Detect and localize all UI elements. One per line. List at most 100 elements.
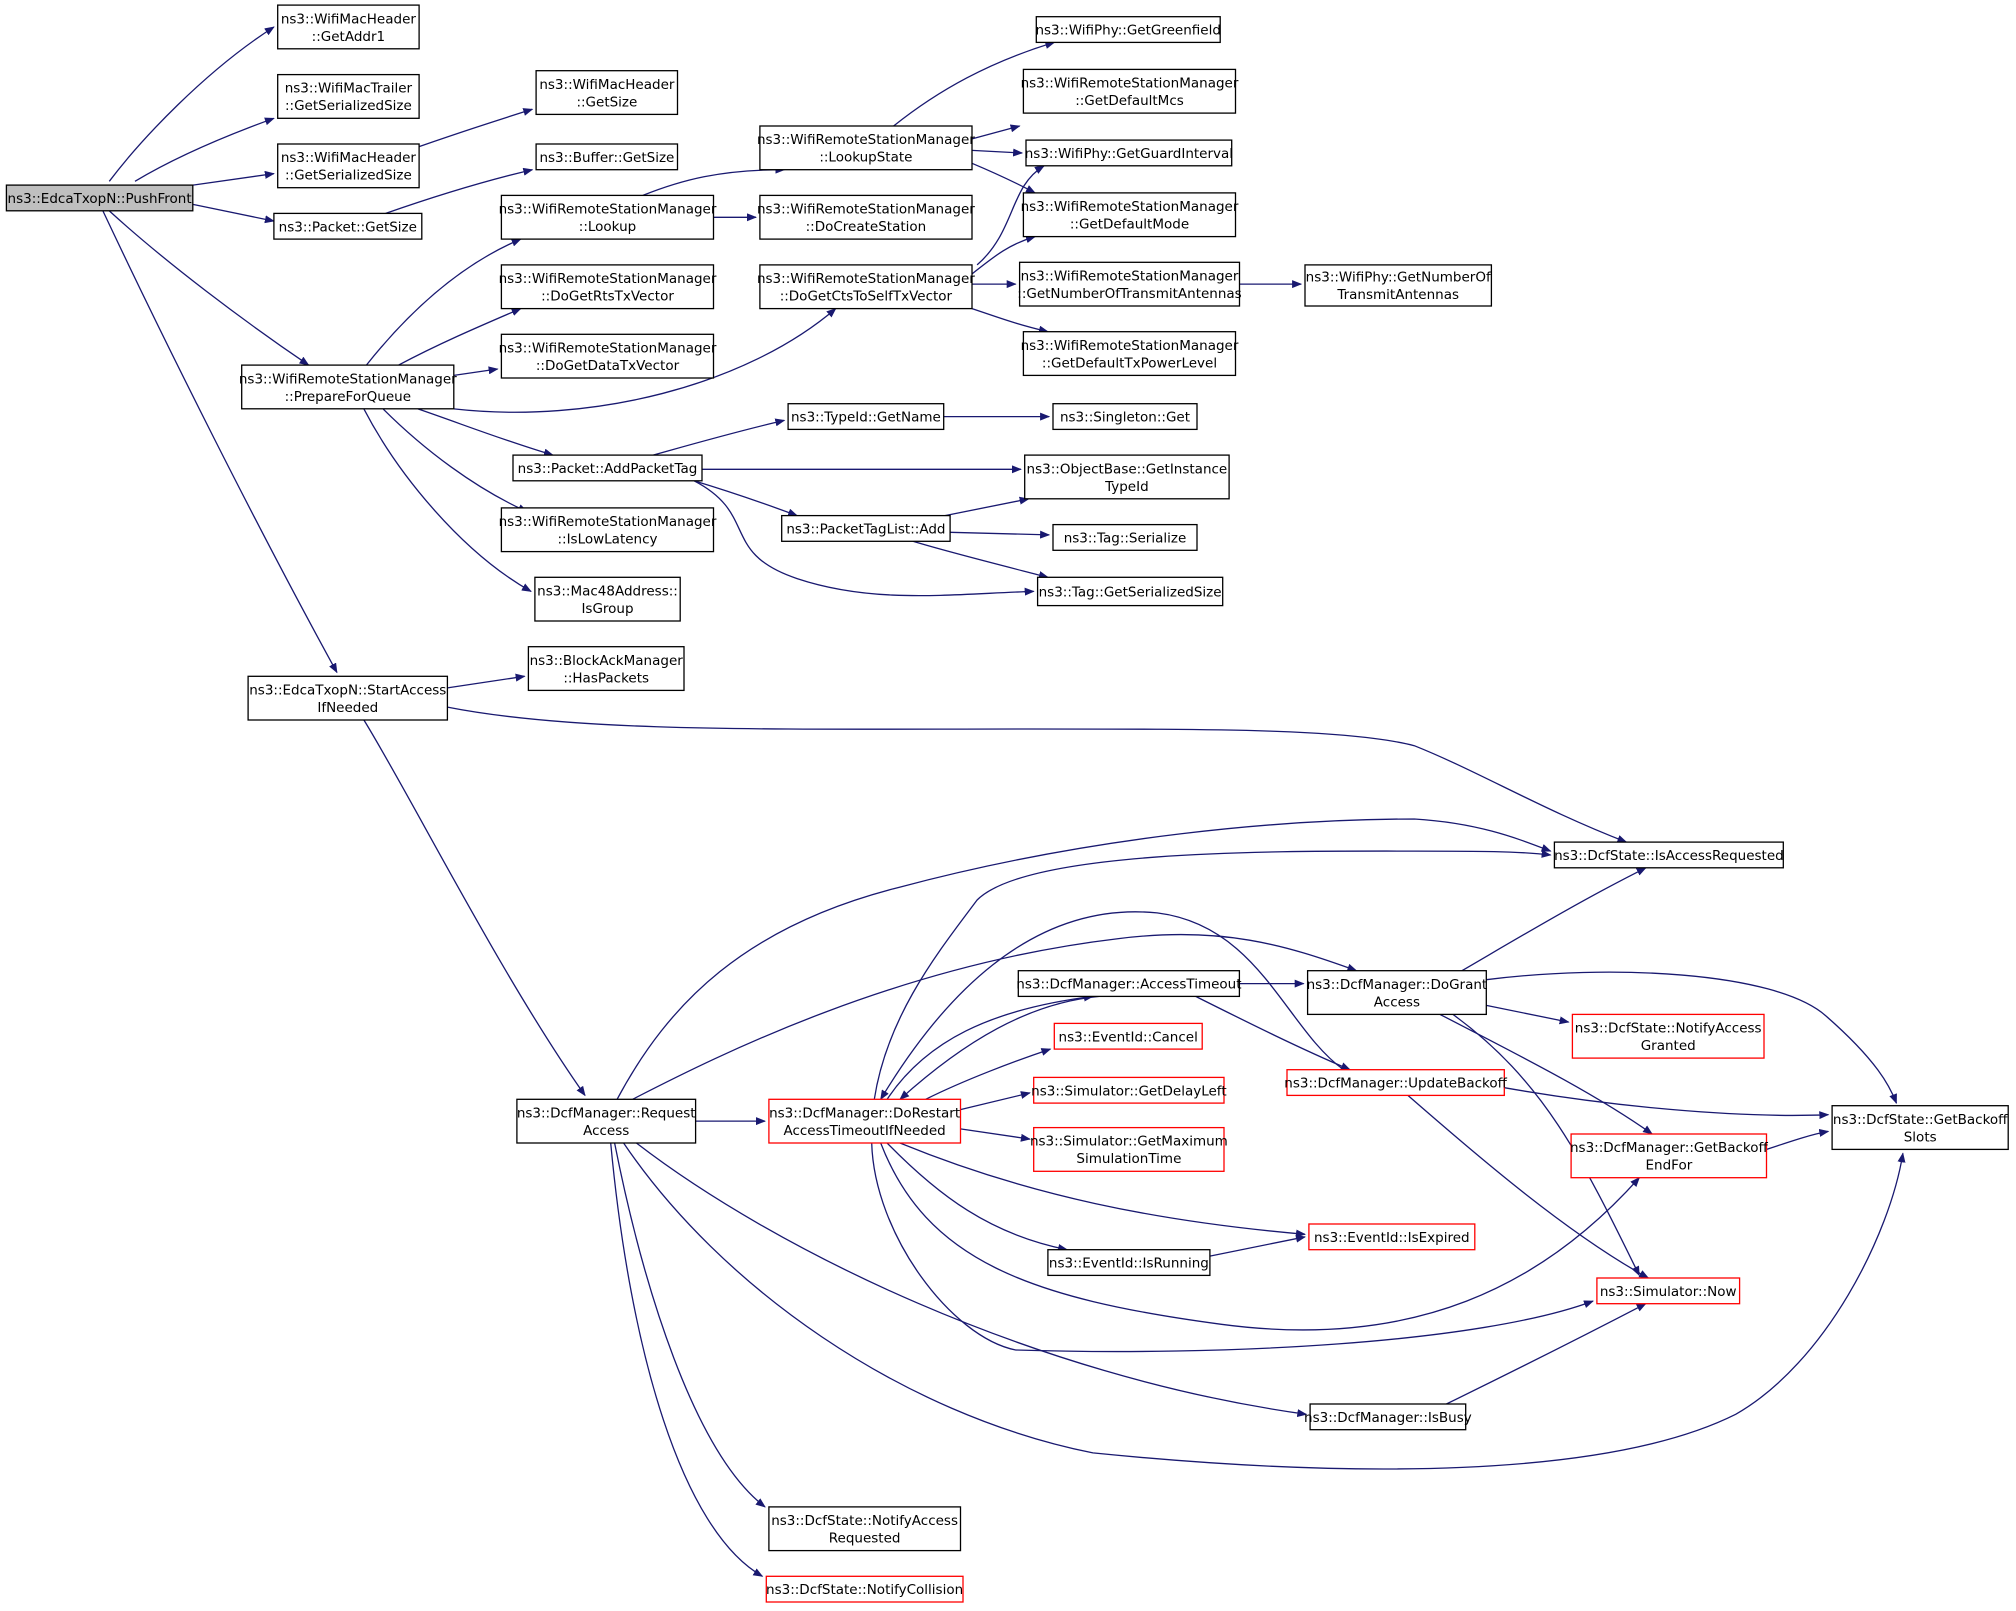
node-typeid_getname[interactable]: ns3::TypeId::GetName [787,403,945,431]
node-tag_serialize[interactable]: ns3::Tag::Serialize [1052,523,1198,551]
node-lookup[interactable]: ns3::WifiRemoteStationManager::Lookup [499,194,717,240]
node-isgroup[interactable]: ns3::Mac48Address::IsGroup [534,576,681,622]
edge-prepareforqueue-to-lookup [365,238,522,366]
edge-dorestart-to-cancel [925,1048,1052,1100]
node-singleton_get[interactable]: ns3::Singleton::Get [1052,403,1198,431]
node-label: EndFor [1646,1158,1693,1174]
node-box [527,646,685,692]
edge-lookupstate-to-getdefaultmcs [971,124,1021,140]
node-box [781,514,951,542]
node-header_getsize[interactable]: ns3::WifiMacHeader::GetSize [535,70,679,116]
edge-addpackettag-to-typeid_getname [652,418,786,456]
node-addpackettag[interactable]: ns3::Packet::AddPacketTag [512,454,703,482]
node-box [1035,16,1221,44]
node-box [1831,1105,2009,1151]
node-label: ns3::TypeId::GetName [791,410,941,426]
node-packettaglist_add[interactable]: ns3::PacketTagList::Add [781,514,951,542]
node-updatebackoff[interactable]: ns3::DcfManager::UpdateBackoff [1284,1069,1508,1097]
node-getaddr1[interactable]: ns3::WifiMacHeader::GetAddr1 [277,4,420,50]
node-label: ns3::WifiPhy::GetGuardInterval [1025,146,1233,162]
node-getguardinterval[interactable]: ns3::WifiPhy::GetGuardInterval [1025,139,1233,167]
node-trailer_size[interactable]: ns3::WifiMacTrailer::GetSerializedSize [277,73,420,119]
node-packet_getsize[interactable]: ns3::Packet::GetSize [273,212,423,240]
edge-lookup-to-lookupstate [642,165,786,197]
edge-prepareforqueue-to-addpackettag [417,408,554,457]
edge-dogrant-to-getbackoffslots [1486,971,1898,1105]
node-box [768,1098,962,1144]
node-simnow[interactable]: ns3::Simulator::Now [1596,1277,1741,1305]
node-label: ns3::WifiRemoteStationManager [499,202,717,218]
node-header_sersize[interactable]: ns3::WifiMacHeader::GetSerializedSize [277,143,420,189]
edge-dorestart-to-isrunning [886,1142,1069,1252]
edge-requestaccess-to-notifycollision [610,1142,764,1577]
edge-lookupstate-to-getguardinterval [971,148,1024,157]
node-docreatestation[interactable]: ns3::WifiRemoteStationManager::DoCreateS… [757,194,975,240]
edge-requestaccess-to-dogrant [632,933,1358,1100]
node-box [1596,1277,1741,1305]
node-box [535,143,679,171]
node-dorestart[interactable]: ns3::DcfManager::DoRestartAccessTimeoutI… [768,1098,962,1144]
node-dogetdata[interactable]: ns3::WifiRemoteStationManager::DoGetData… [499,333,717,379]
node-getnumtx_phy[interactable]: ns3::WifiPhy::GetNumberOfTransmitAntenna… [1304,264,1493,307]
edge-requestaccess-to-getbackoffslots [623,1142,1906,1470]
node-cancel[interactable]: ns3::EventId::Cancel [1053,1022,1203,1050]
node-getdefaultmode[interactable]: ns3::WifiRemoteStationManager::GetDefaul… [1021,192,1239,238]
node-lookupstate[interactable]: ns3::WifiRemoteStationManager::LookupSta… [757,125,975,171]
node-buffer_getsize[interactable]: ns3::Buffer::GetSize [535,143,679,171]
node-getnumtx_mgr[interactable]: ns3::WifiRemoteStationManager::GetNumber… [1017,261,1242,307]
node-isaccessrequested[interactable]: ns3::DcfState::IsAccessRequested [1553,841,1784,869]
edge-dogrant-to-notifyaccessgranted [1486,1004,1570,1025]
node-getdefaultmcs[interactable]: ns3::WifiRemoteStationManager::GetDefaul… [1021,68,1239,114]
node-isbusy[interactable]: ns3::DcfManager::IsBusy [1304,1403,1472,1431]
node-label: ns3::WifiRemoteStationManager [1021,268,1239,284]
edge-isbusy-to-simnow [1446,1303,1647,1405]
node-box [787,403,945,431]
node-box [1024,454,1230,500]
edge-startaccess-to-isaccessrequested [447,706,1628,843]
node-label: ::GetDefaultMcs [1075,93,1184,109]
node-isrunning[interactable]: ns3::EventId::IsRunning [1047,1249,1211,1277]
node-box [535,70,679,116]
node-dogetcts[interactable]: ns3::WifiRemoteStationManager::DoGetCtsT… [757,264,975,310]
node-getdefaulttxpower[interactable]: ns3::WifiRemoteStationManager::GetDefaul… [1021,331,1239,377]
node-box [1286,1069,1505,1097]
node-notifycollision[interactable]: ns3::DcfState::NotifyCollision [765,1575,964,1603]
node-label: ns3::Tag::GetSerializedSize [1039,584,1222,600]
node-prepareforqueue[interactable]: ns3::WifiRemoteStationManager::PrepareFo… [239,364,457,410]
node-dogetrts[interactable]: ns3::WifiRemoteStationManager::DoGetRtsT… [499,264,717,310]
node-accesstimeout[interactable]: ns3::DcfManager::AccessTimeout [1016,970,1242,998]
node-getdelayleft[interactable]: ns3::Simulator::GetDelayLeft [1031,1076,1227,1104]
node-label: ns3::WifiRemoteStationManager [1021,76,1239,92]
node-tag_sersize[interactable]: ns3::Tag::GetSerializedSize [1036,576,1224,607]
node-label: AccessTimeoutIfNeeded [783,1123,945,1139]
node-haspackets[interactable]: ns3::BlockAckManager::HasPackets [527,646,685,692]
node-box [1017,970,1241,998]
edge-dogetcts-to-getdefaultmode [971,235,1036,275]
node-box [1052,403,1198,431]
node-label: ns3::WifiRemoteStationManager [499,514,717,530]
node-label: ns3::EventId::IsRunning [1049,1256,1209,1272]
node-getgreenfield[interactable]: ns3::WifiPhy::GetGreenfield [1035,16,1221,44]
node-box [1308,1223,1476,1251]
node-box [1033,1126,1225,1172]
node-label: ::GetSerializedSize [285,168,412,184]
node-label: ns3::DcfManager::UpdateBackoff [1284,1076,1507,1092]
node-isexpired[interactable]: ns3::EventId::IsExpired [1308,1223,1476,1251]
node-box [500,264,715,310]
node-box [277,4,420,50]
node-box [1309,1403,1467,1431]
node-islowlatency[interactable]: ns3::WifiRemoteStationManager::IsLowLate… [499,507,717,553]
node-box [1047,1249,1211,1277]
edge-requestaccess-to-isbusy [636,1142,1308,1418]
node-pushfront[interactable]: ns3::EdcaTxopN::PushFront [5,184,194,212]
edge-dogrant-to-isaccessrequested [1461,867,1647,972]
